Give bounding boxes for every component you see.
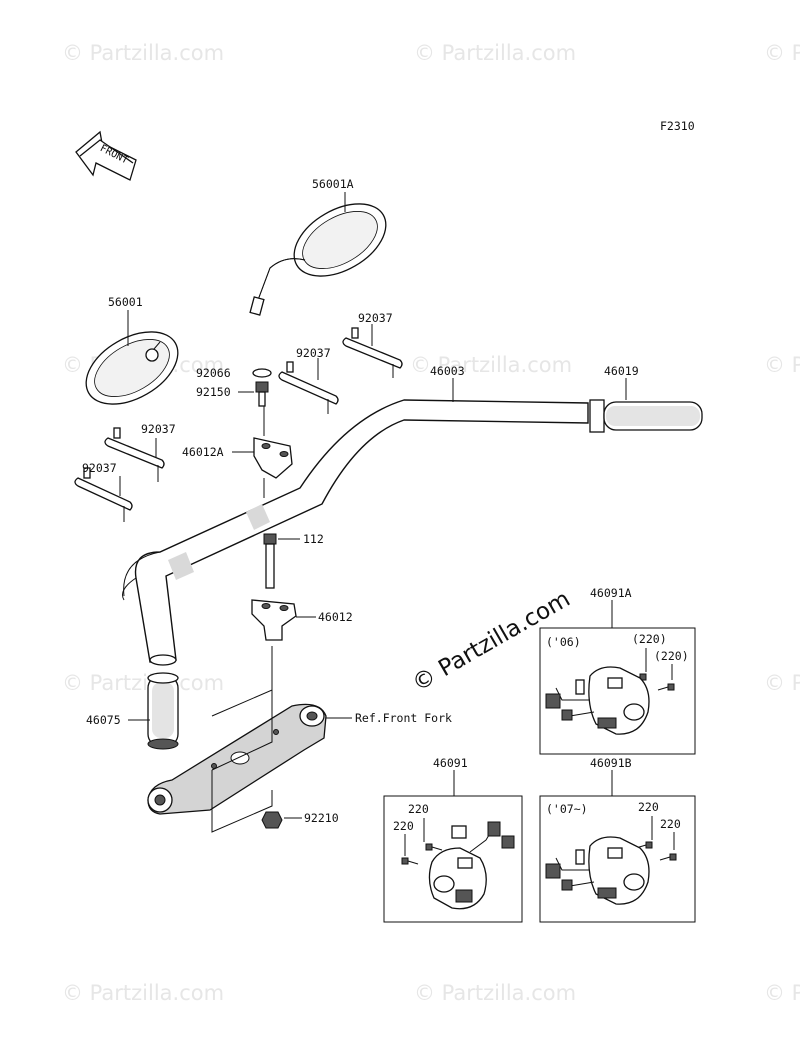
holder-upper	[253, 437, 293, 479]
switch-box-46091b: 46091B ('07~) 220 220	[539, 756, 696, 923]
screw-icon	[401, 857, 419, 865]
switch-box-46091a: 46091A ('06) (220) (220)	[539, 586, 696, 755]
screw-icon	[657, 683, 675, 691]
clamp-plate	[104, 427, 165, 482]
watermark: © Partzilla.com	[414, 41, 576, 65]
part-label-92210: 92210	[304, 811, 339, 825]
switch-housing	[545, 836, 650, 905]
part-label-46091: 46091	[433, 756, 468, 770]
part-label-92037: 92037	[141, 422, 176, 436]
mirror-left	[85, 331, 179, 405]
watermark: © Partzilla.com	[764, 981, 800, 1005]
part-label-46012a: 46012A	[182, 445, 224, 459]
bolt-112	[263, 533, 277, 589]
part-label-46012: 46012	[318, 610, 353, 624]
screw-label: (220)	[632, 632, 667, 646]
screw-label: 220	[660, 817, 681, 831]
part-label-56001: 56001	[108, 295, 143, 309]
watermark: © Partzilla.com	[410, 353, 572, 377]
screw-icon	[425, 843, 443, 851]
clamp-plate	[74, 467, 133, 522]
part-label-92150: 92150	[196, 385, 231, 399]
watermark: © Partzilla.com	[764, 353, 800, 377]
clamp-plate	[342, 327, 403, 378]
year-label: ('06)	[546, 635, 581, 649]
upper-triple-clamp	[147, 689, 327, 833]
part-label-92037: 92037	[296, 346, 331, 360]
part-label-92037: 92037	[82, 461, 117, 475]
watermark: © Partzilla.com	[62, 671, 224, 695]
grip-right	[589, 399, 703, 433]
part-label-46019: 46019	[604, 364, 639, 378]
clamp-plate	[278, 361, 339, 414]
screw-label: 220	[393, 819, 414, 833]
nut-92210	[261, 811, 283, 829]
watermark: © Partzilla.com	[62, 41, 224, 65]
watermark: © Partzilla.com	[764, 671, 800, 695]
part-label-56001a: 56001A	[312, 177, 354, 191]
holder-lower	[251, 599, 297, 641]
screw-label: 220	[408, 802, 429, 816]
part-label-46091b: 46091B	[590, 756, 632, 770]
watermark: © Partzilla.com	[414, 981, 576, 1005]
handlebar	[122, 399, 589, 666]
screw-label: (220)	[654, 649, 689, 663]
part-label-112: 112	[303, 532, 324, 546]
cap	[252, 368, 272, 378]
ref-front-fork-label: Ref.Front Fork	[355, 711, 452, 725]
part-label-46091a: 46091A	[590, 586, 632, 600]
mirror-right	[249, 203, 387, 316]
watermark: © Partzilla.com	[62, 981, 224, 1005]
switch-housing	[428, 821, 515, 910]
part-label-92066: 92066	[196, 366, 231, 380]
grip-left	[147, 672, 179, 750]
part-label-46003: 46003	[430, 364, 465, 378]
screw-icon	[659, 853, 677, 861]
figure-code: F2310	[660, 119, 695, 133]
part-label-92037: 92037	[358, 311, 393, 325]
switch-box-46091: 46091 220 220	[383, 756, 523, 923]
watermark: © Partzilla.com	[764, 41, 800, 65]
part-label-46075: 46075	[86, 713, 121, 727]
switch-housing	[545, 666, 650, 735]
year-label: ('07~)	[546, 802, 588, 816]
screw-label: 220	[638, 800, 659, 814]
bolt-92150	[255, 381, 269, 407]
front-arrow-icon: FRONT	[75, 130, 137, 181]
